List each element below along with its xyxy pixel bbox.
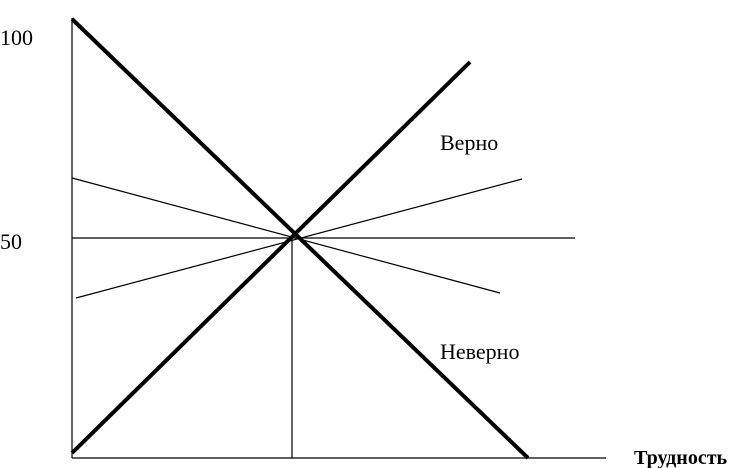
correct-label: Верно <box>440 130 498 155</box>
y-tick-50: 50 <box>0 229 22 254</box>
incorrect-label: Неверно <box>440 339 519 364</box>
correct-thick-line <box>70 60 472 455</box>
thin-falling-line <box>71 177 501 294</box>
incorrect-thick-line <box>70 17 530 460</box>
x-axis-title: Трудность <box>634 447 728 468</box>
y-tick-100: 100 <box>0 25 33 50</box>
